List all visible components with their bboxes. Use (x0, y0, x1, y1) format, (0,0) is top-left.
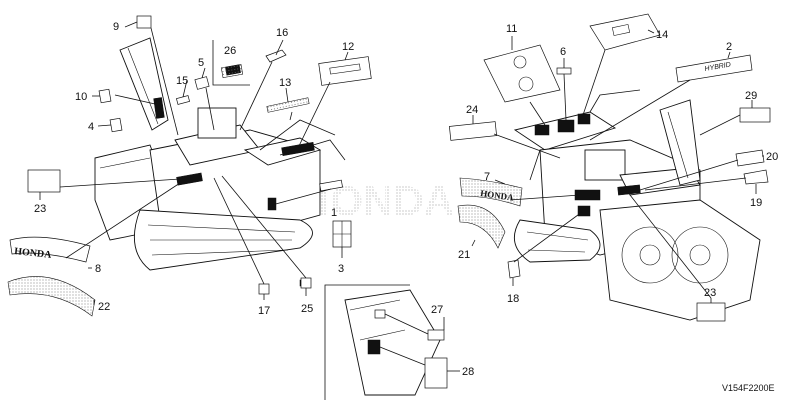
callout-22: 22 (98, 301, 110, 313)
callout-12: 12 (342, 41, 354, 53)
label-9 (136, 15, 152, 29)
label-25 (300, 277, 312, 289)
callout-19: 19 (750, 197, 762, 209)
left-snowblower-drawing (94, 37, 346, 287)
label-10 (98, 88, 112, 104)
callout-15: 15 (176, 75, 188, 87)
label-27 (427, 329, 445, 341)
label-24 (449, 121, 497, 141)
label-1 (319, 179, 343, 192)
right-snowblower-drawing (513, 89, 761, 321)
right-loose-labels: HYBRID HONDA (449, 13, 771, 322)
label-20 (735, 149, 765, 167)
label-26 (220, 63, 244, 79)
label-18 (507, 259, 521, 279)
callout-9: 9 (113, 21, 119, 33)
callout-13: 13 (279, 77, 291, 89)
callout-18: 18 (507, 293, 519, 305)
callout-29: 29 (745, 90, 757, 102)
label-23-left (27, 169, 61, 193)
label-17 (258, 283, 270, 295)
hybrid-decal-text: HYBRID (704, 61, 731, 72)
callout-23-right: 23 (704, 287, 716, 299)
label-16 (265, 49, 287, 63)
callout-numbers: 9 26 16 12 5 15 13 10 4 23 1 3 8 22 17 2… (34, 21, 778, 378)
label-7 (459, 177, 523, 207)
inset-detail (324, 284, 460, 400)
callout-25: 25 (301, 303, 313, 315)
left-loose-labels: HONDA (7, 15, 372, 317)
label-15 (175, 95, 191, 105)
callout-8: 8 (95, 263, 101, 275)
figure-code: V154F2200E (722, 383, 775, 393)
label-14 (589, 13, 661, 51)
callout-7: 7 (484, 171, 490, 183)
label-2 (675, 54, 753, 83)
label-13 (266, 97, 310, 113)
label-28 (424, 357, 448, 389)
left-leader-lines (39, 21, 349, 305)
label-5 (194, 76, 210, 90)
label-22 (7, 276, 96, 317)
right-leader-lines (471, 29, 764, 303)
callout-1: 1 (331, 207, 337, 219)
callout-27: 27 (431, 304, 443, 316)
callout-20: 20 (766, 151, 778, 163)
callout-10: 10 (75, 91, 87, 103)
label-29 (739, 107, 771, 123)
label-19 (743, 169, 769, 185)
label-11 (483, 44, 561, 103)
callout-26: 26 (224, 45, 236, 57)
callout-21: 21 (458, 249, 470, 261)
callout-16: 16 (276, 27, 288, 39)
callout-17: 17 (258, 305, 270, 317)
callout-3: 3 (338, 263, 344, 275)
callout-4: 4 (88, 121, 94, 133)
honda-decal-right-text: HONDA (480, 188, 515, 203)
callout-11: 11 (506, 23, 517, 35)
label-4 (109, 117, 123, 133)
callout-14: 14 (656, 29, 668, 41)
callout-23-left: 23 (34, 203, 46, 215)
callout-6: 6 (560, 46, 566, 58)
label-23-right (696, 302, 726, 322)
label-21 (457, 204, 506, 249)
label-6 (556, 67, 572, 75)
label-12 (318, 56, 372, 86)
callout-2: 2 (726, 41, 732, 53)
callout-28: 28 (462, 366, 474, 378)
honda-decal-left-text: HONDA (14, 246, 53, 261)
callout-24: 24 (466, 104, 478, 116)
callout-5: 5 (198, 57, 204, 69)
